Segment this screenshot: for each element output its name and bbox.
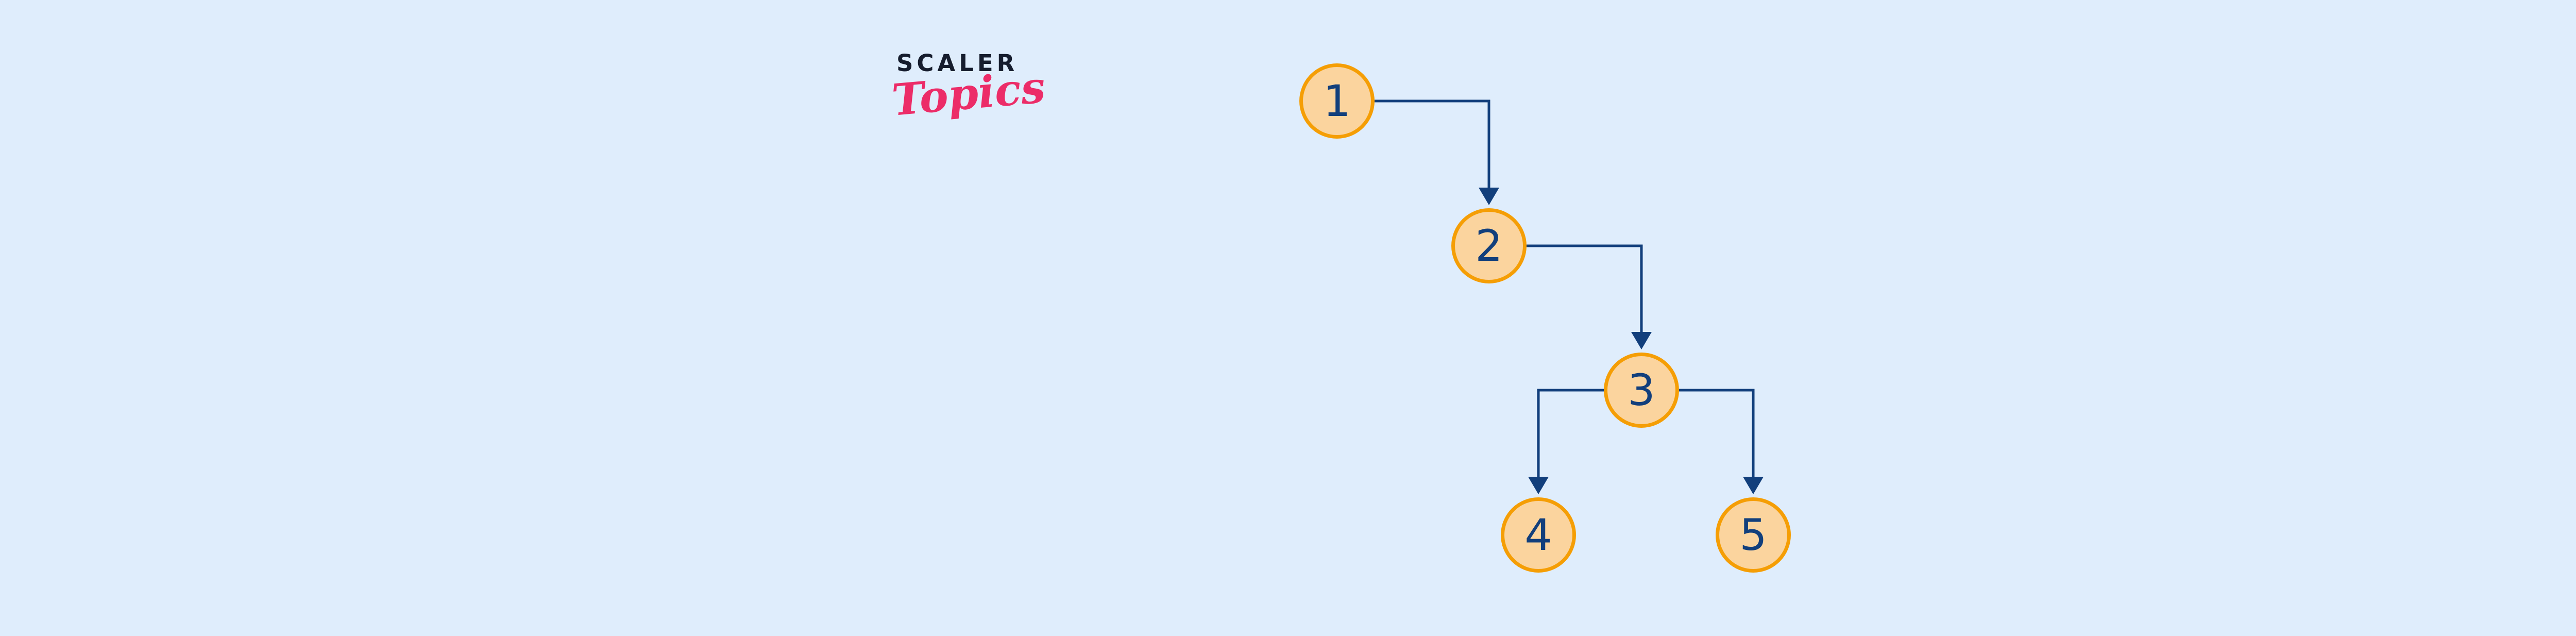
arrowhead-icon — [1743, 477, 1764, 494]
logo-text-topics: Topics — [890, 61, 1047, 126]
arrowhead-icon — [1528, 477, 1549, 494]
tree-edge-1-2 — [1375, 99, 1490, 189]
tree-node-3: 3 — [1604, 353, 1679, 428]
tree-edge-3-5 — [1679, 389, 1755, 478]
tree-node-5: 5 — [1716, 497, 1791, 573]
arrowhead-icon — [1479, 188, 1499, 205]
tree-node-1: 1 — [1299, 63, 1375, 139]
arrowhead-icon — [1631, 332, 1652, 349]
tree-node-2: 2 — [1451, 208, 1527, 283]
tree-edge-2-3 — [1527, 244, 1643, 333]
logo-text-scaler: SCALER — [896, 49, 1019, 77]
scaler-topics-logo: SCALER Topics — [890, 49, 1047, 126]
tree-edge-3-4 — [1537, 389, 1604, 478]
tree-node-4: 4 — [1501, 497, 1576, 573]
